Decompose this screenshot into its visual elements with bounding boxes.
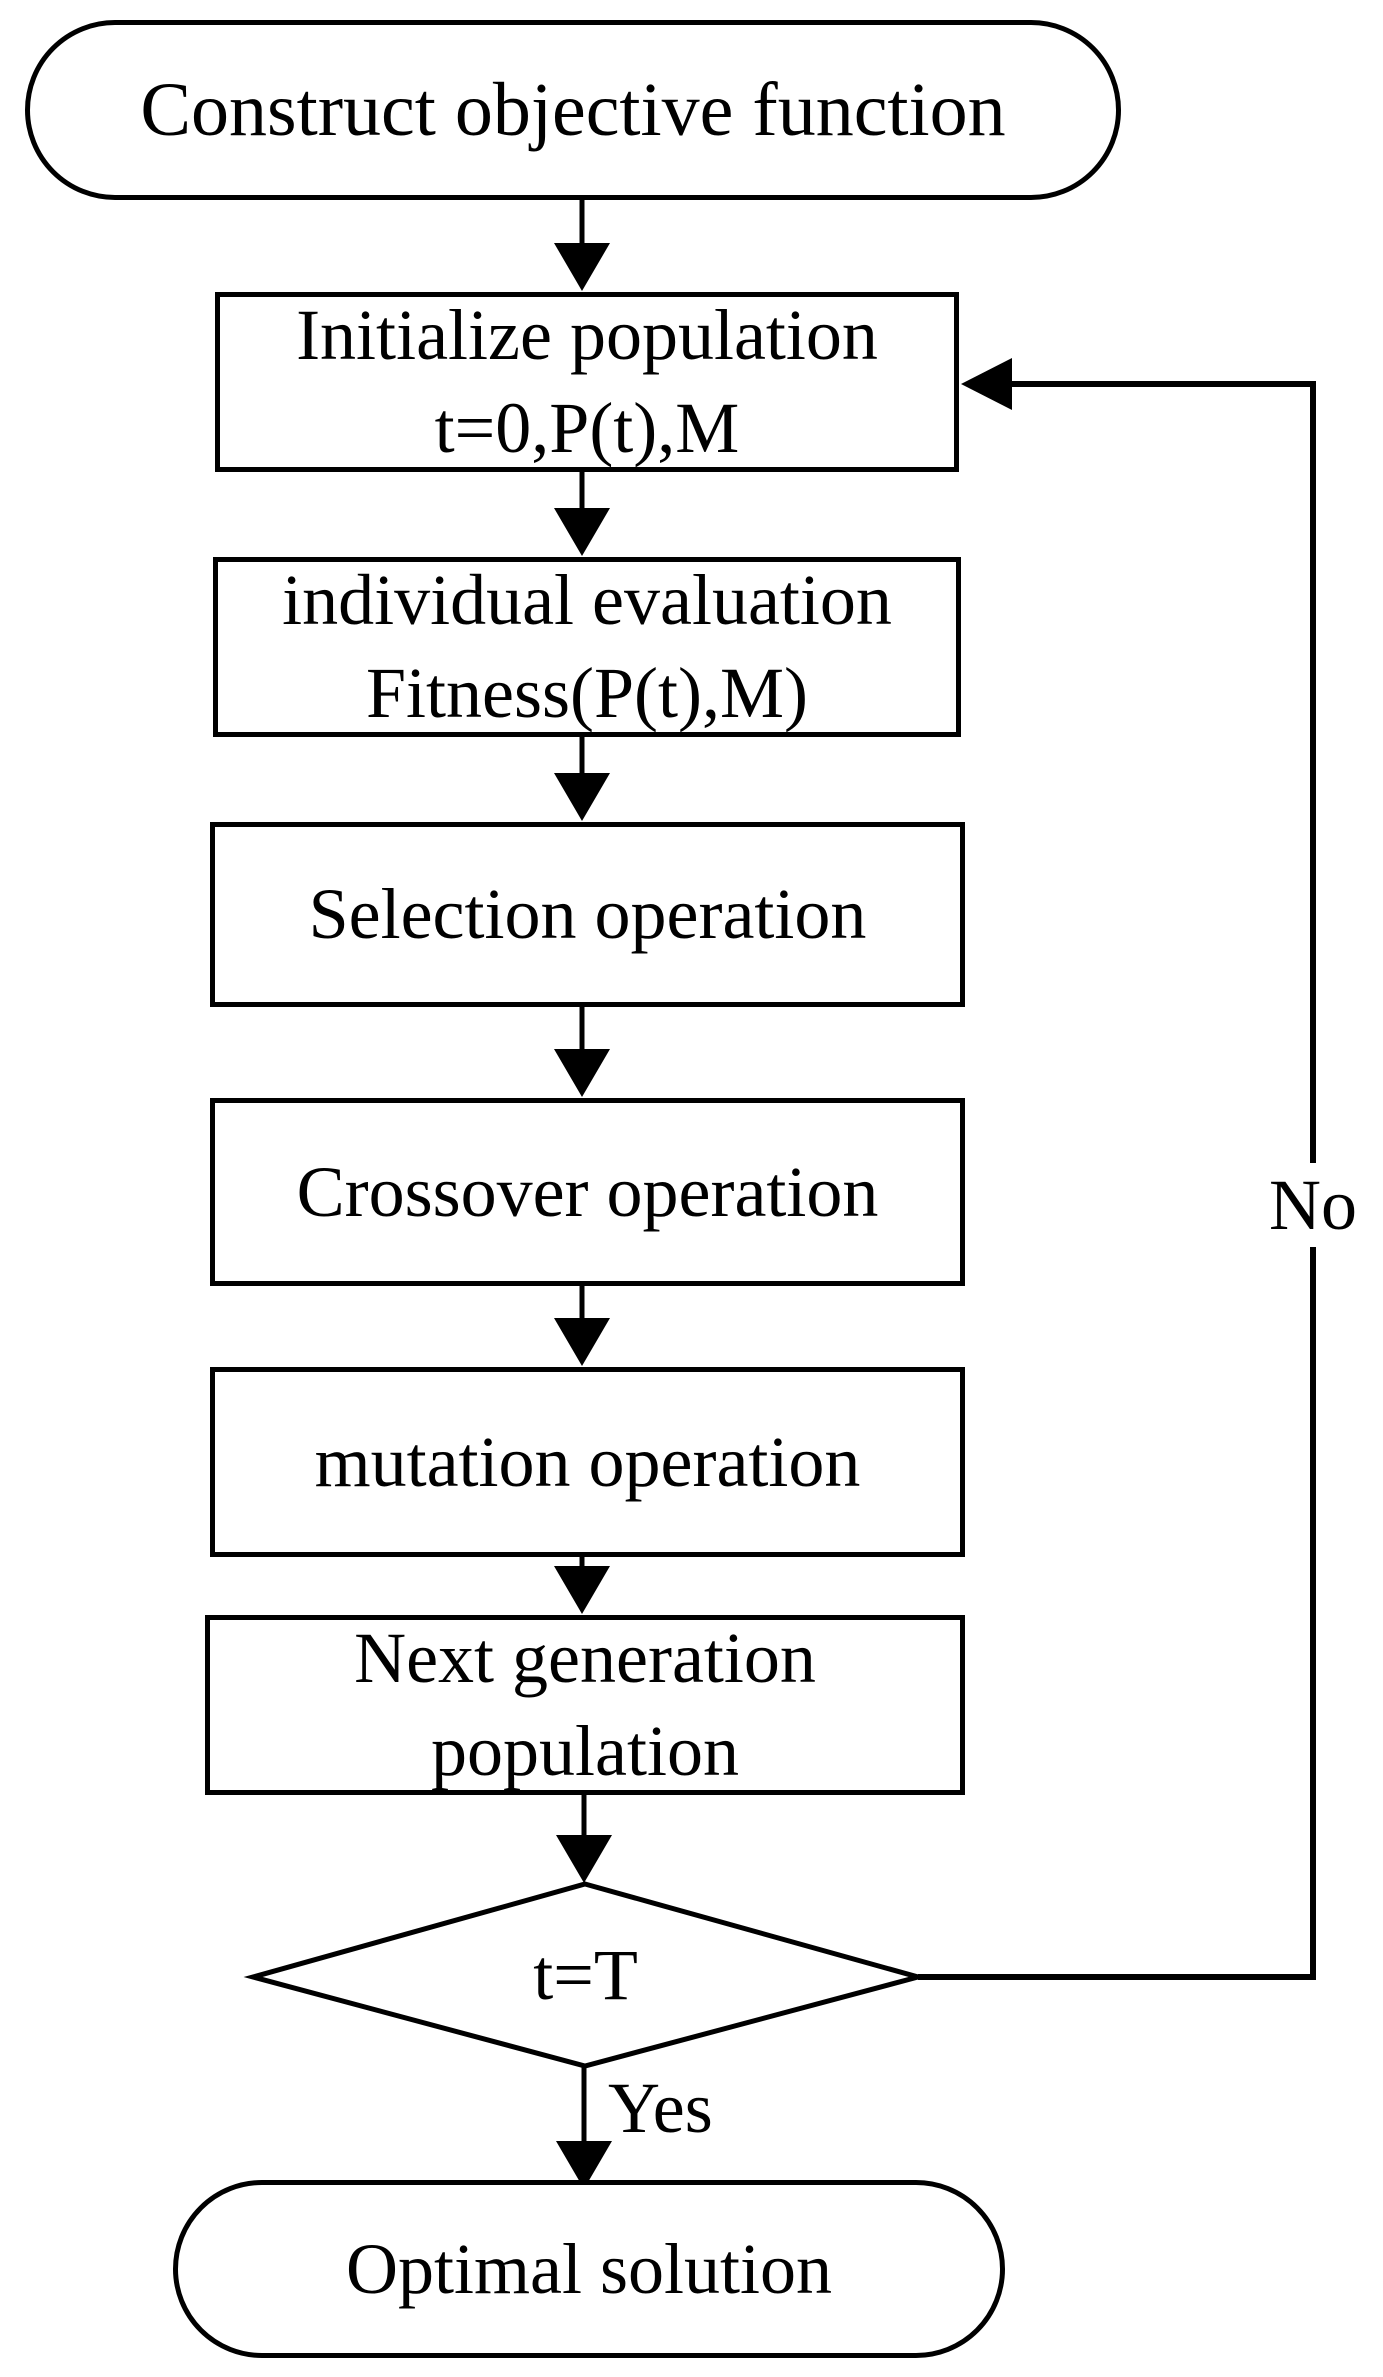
node-start-terminator: Construct objective function xyxy=(25,20,1121,200)
node-termination-check-label: t=T xyxy=(253,1884,918,2066)
arrowhead-nextgen-to-decision xyxy=(556,1835,612,1883)
node-optimal-solution: Optimal solution xyxy=(173,2180,1005,2358)
node-selection-operation-label: Selection operation xyxy=(308,874,867,954)
node-individual-evaluation-line2: Fitness(P(t),M) xyxy=(365,653,809,733)
node-initialize-population-line2: t=0,P(t),M xyxy=(434,388,740,468)
decision-condition-text: t=T xyxy=(533,1934,638,2015)
node-initialize-population-line1: Initialize population xyxy=(296,295,878,375)
node-selection-operation: Selection operation xyxy=(210,822,965,1007)
arrowhead-start-to-initialize xyxy=(554,243,610,291)
node-individual-evaluation-line1: individual evaluation xyxy=(282,560,892,640)
arrowhead-yes-decision-to-end xyxy=(556,2141,612,2189)
node-initialize-population: Initialize population t=0,P(t),M xyxy=(215,292,959,472)
arrowhead-no-to-initialize xyxy=(961,358,1012,410)
arrowhead-crossover-to-mutation xyxy=(554,1318,610,1366)
arrowhead-evaluation-to-selection xyxy=(554,773,610,821)
edge-label-yes: Yes xyxy=(608,2068,713,2148)
node-optimal-solution-label: Optimal solution xyxy=(346,2228,832,2309)
node-individual-evaluation: individual evaluation Fitness(P(t),M) xyxy=(213,557,961,737)
node-next-generation-line2: population xyxy=(431,1711,739,1791)
edge-label-no: No xyxy=(1245,1163,1381,1247)
arrowhead-initialize-to-evaluation xyxy=(554,508,610,556)
arrowhead-selection-to-crossover xyxy=(554,1049,610,1097)
node-next-generation-line1: Next generation xyxy=(354,1618,816,1698)
node-mutation-operation: mutation operation xyxy=(210,1367,965,1557)
node-start-label: Construct objective function xyxy=(140,67,1006,152)
node-next-generation-population: Next generation population xyxy=(205,1615,965,1795)
node-mutation-operation-label: mutation operation xyxy=(314,1421,861,1502)
arrowhead-mutation-to-nextgen xyxy=(554,1566,610,1614)
node-crossover-operation: Crossover operation xyxy=(210,1098,965,1286)
node-crossover-operation-label: Crossover operation xyxy=(296,1151,879,1232)
